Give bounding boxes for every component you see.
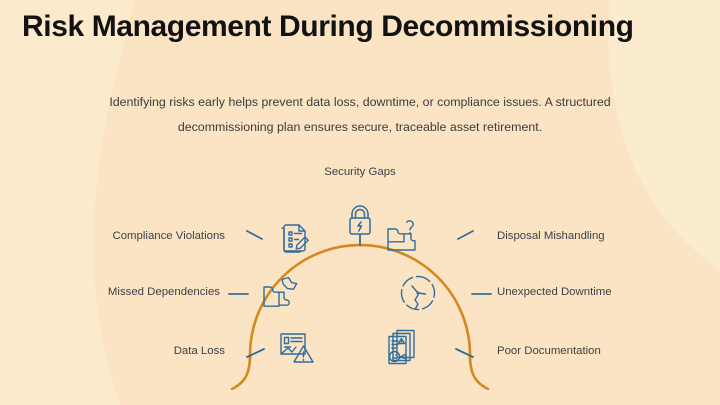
node-label-data-loss: Data Loss xyxy=(173,345,225,357)
puzzle-question-icon xyxy=(384,217,424,257)
connector-disposal-mishandling xyxy=(457,230,474,240)
node-label-security-gaps: Security Gaps xyxy=(324,166,396,178)
connector-data-loss xyxy=(246,348,265,358)
broken-padlock-icon xyxy=(340,200,380,240)
connector-poor-documentation xyxy=(455,348,474,358)
puzzle-missing-piece-icon xyxy=(258,273,298,313)
broken-clock-icon xyxy=(398,273,438,313)
document-sad-seal-icon xyxy=(385,327,425,367)
document-warning-icon xyxy=(276,327,316,367)
checklist-pencil-icon xyxy=(273,217,313,257)
node-label-disposal-mishandling: Disposal Mishandling xyxy=(497,230,605,242)
node-label-compliance-violations: Compliance Violations xyxy=(112,230,226,242)
node-label-unexpected-downtime: Unexpected Downtime xyxy=(497,286,612,298)
node-label-poor-documentation: Poor Documentation xyxy=(497,345,601,357)
subtitle-text: Identifying risks early helps prevent da… xyxy=(109,95,611,135)
diagram-arc-and-connectors xyxy=(228,230,492,390)
page-title: Risk Management During Decommissioning xyxy=(22,10,634,43)
connector-compliance-violations xyxy=(246,230,263,240)
risk-diagram: Security Gaps Compliance Violations xyxy=(0,155,720,390)
node-label-missed-dependencies: Missed Dependencies xyxy=(107,286,220,298)
